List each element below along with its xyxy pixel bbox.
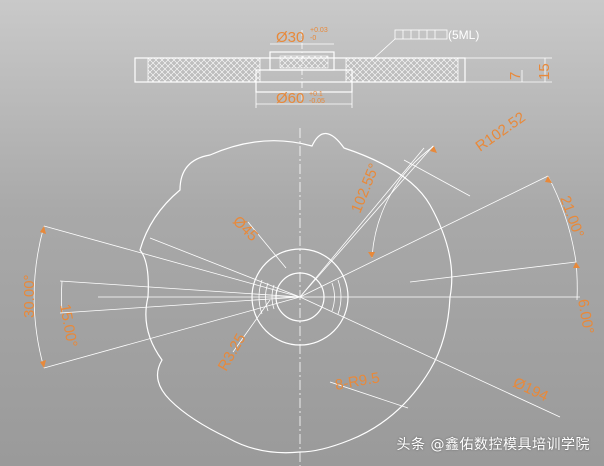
radial-30-up [43, 225, 301, 298]
section-view: Ø30 +0.03 -0 (5ML) Ø60 +0.1 -0.05 7 15 [134, 27, 553, 108]
hub-circle-outer [251, 248, 349, 346]
radial-21 [299, 175, 549, 298]
keyway-right [337, 279, 342, 315]
hub-tol-upper: +0.1 [309, 91, 323, 98]
dim-angle-21: 21.00° [556, 194, 587, 241]
leader-dia45 [247, 221, 287, 269]
hub-outline [255, 69, 353, 93]
bore-tol-upper: +0.03 [310, 27, 328, 34]
dim-r325: R3.25 [215, 331, 250, 374]
dim-scallops: 8-R9.5 [334, 369, 381, 394]
watermark: 头条 @鑫佑数控模具培训学院 [396, 437, 590, 453]
outer-profile [139, 132, 453, 454]
arc-15 [61, 280, 63, 314]
hatch-left [147, 57, 261, 83]
knurl-leader [371, 38, 396, 61]
keyway-left [258, 279, 263, 315]
bore-dim-text: Ø30 [276, 29, 304, 46]
dim-r102: R102.52 [473, 109, 529, 155]
dim-angle-102: 102.55° [348, 161, 383, 215]
hatch-right [345, 57, 459, 83]
knurl-label: (5ML) [448, 28, 479, 42]
hub-tol-lower: -0.05 [309, 98, 325, 105]
hub-dim-text: Ø60 [276, 90, 304, 107]
arc-30 [33, 225, 45, 369]
dim-angle-6: 6.00° [574, 298, 597, 336]
bore-hatch [279, 55, 329, 69]
radial-dia [299, 296, 561, 418]
plan-view: R102.52 102.55° 21.00° 30.00° 15.00° 6.0… [21, 109, 597, 466]
thickness-total: 15 [536, 63, 553, 80]
dim-dia45: Ø45 [229, 213, 261, 245]
thickness-small: 7 [507, 72, 524, 80]
arc-102 [371, 145, 435, 259]
bore-tol-lower: -0 [310, 35, 316, 42]
dim-angle-30: 30.00° [21, 274, 38, 318]
radial-30-down [43, 296, 301, 369]
leader-r95 [329, 381, 409, 409]
knurl-symbol [394, 29, 448, 40]
dim-angle-15: 15.00° [56, 303, 80, 349]
hub-circle-inner [275, 272, 325, 322]
dim-dia194: Ø194 [510, 374, 550, 405]
leader-r325 [232, 299, 271, 353]
